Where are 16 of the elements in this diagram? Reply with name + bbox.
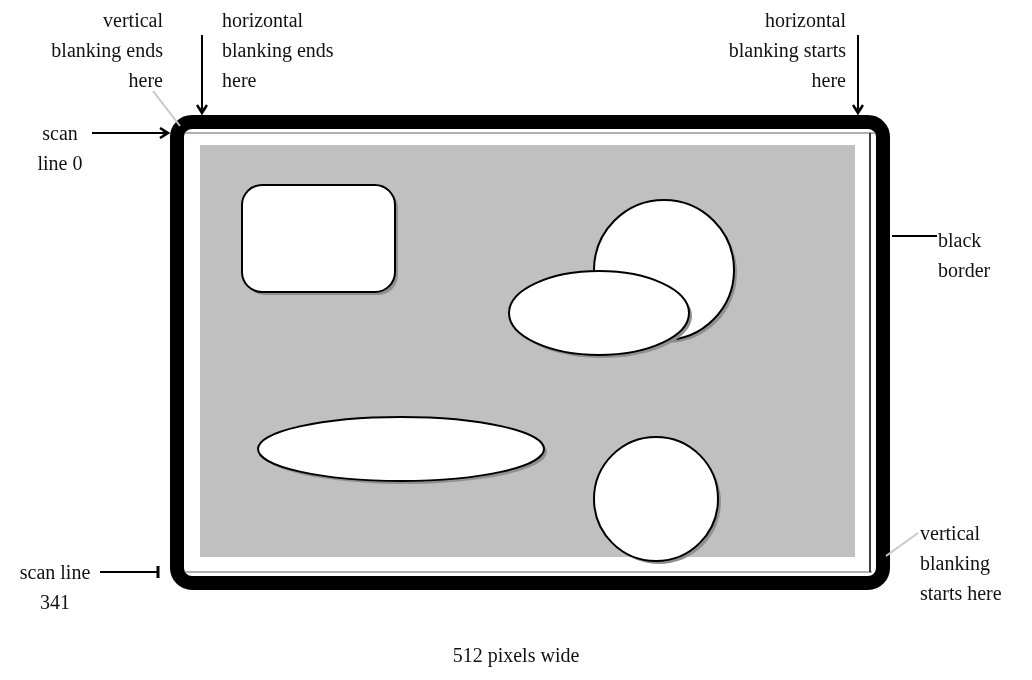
callout-label: vertical blanking starts here <box>920 518 1032 608</box>
arrow <box>195 34 209 115</box>
dimension-text: 512 pixels wide <box>451 643 581 669</box>
leader-line <box>152 90 181 127</box>
callout-label: scan line 341 <box>5 557 105 617</box>
callout-label: horizontal blanking starts here <box>706 5 846 95</box>
leader-line <box>891 235 938 237</box>
callout-label: scan line 0 <box>30 118 90 178</box>
arrow <box>91 126 170 140</box>
leader-line <box>885 532 919 557</box>
arrow <box>851 34 865 115</box>
callout-label: vertical blanking ends here <box>50 5 163 95</box>
callout-label: black border <box>938 225 1013 285</box>
callout-label: horizontal blanking ends here <box>222 5 352 95</box>
leader-line <box>99 564 160 580</box>
screen-drawing <box>170 115 890 590</box>
